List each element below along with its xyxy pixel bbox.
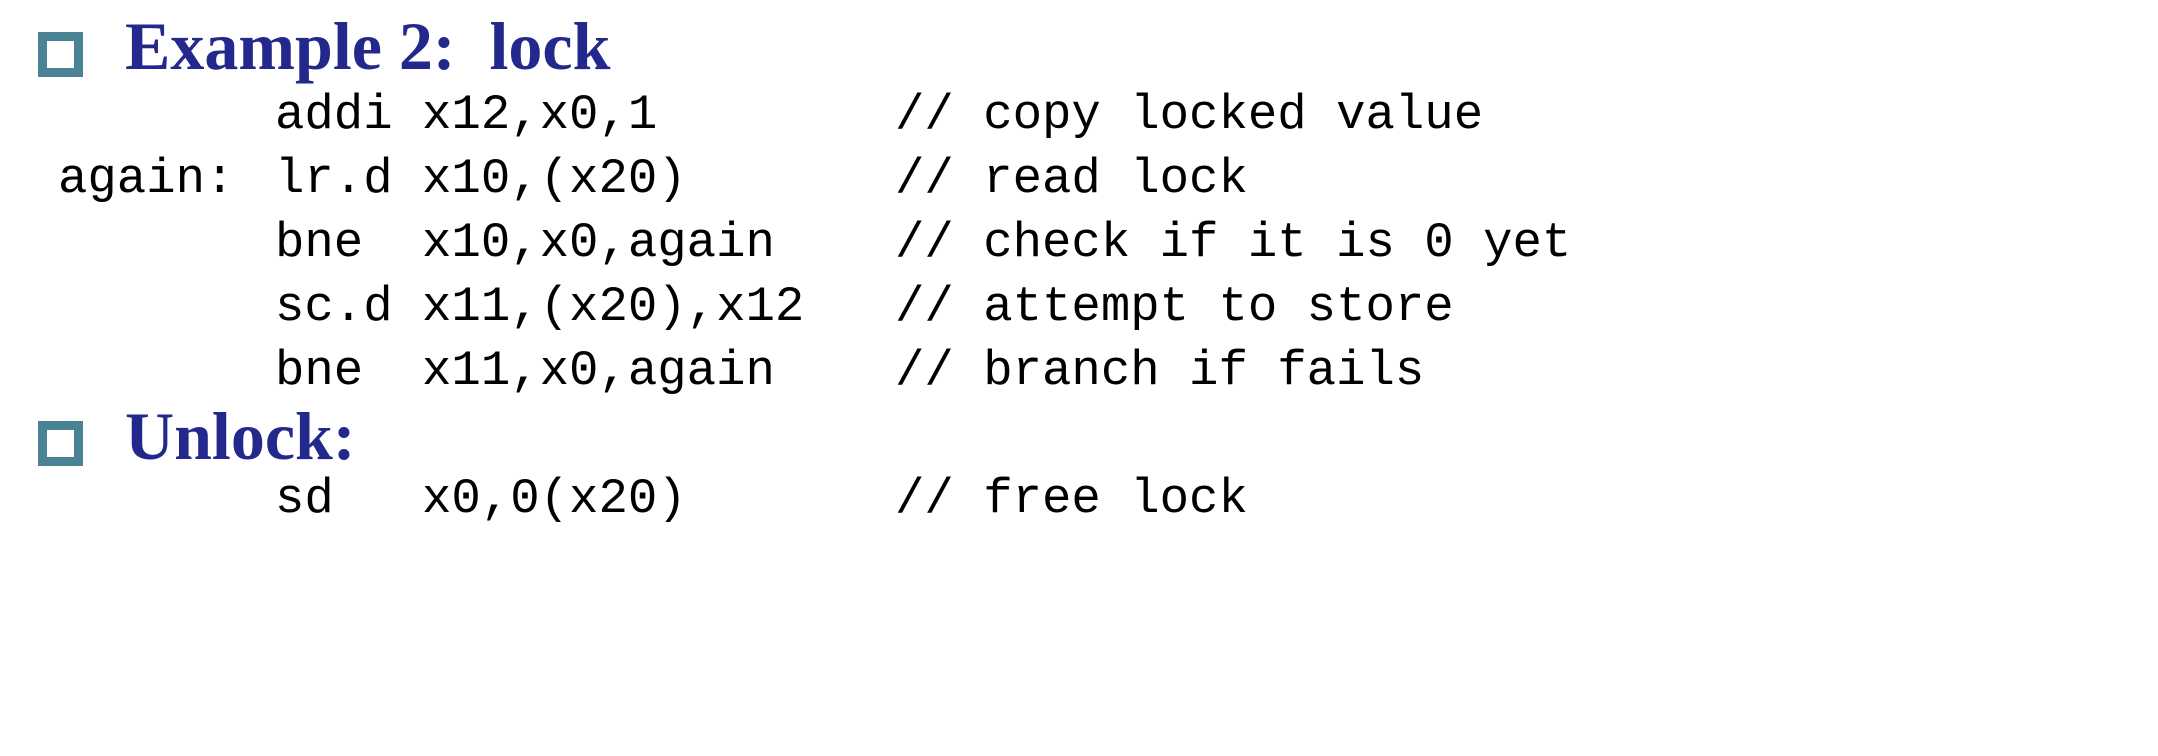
heading-unlock: Unlock: xyxy=(125,398,356,474)
code-instruction: sc.d x11,(x20),x12 xyxy=(275,279,805,335)
code-comment: // free lock xyxy=(895,471,1248,527)
code-comment: // branch if fails xyxy=(895,343,1425,399)
code-instruction: bne x11,x0,again xyxy=(275,343,775,399)
code-label: again: xyxy=(58,151,235,207)
bullet-square-icon xyxy=(38,421,83,466)
code-comment: // copy locked value xyxy=(895,87,1484,143)
code-instruction: lr.d x10,(x20) xyxy=(275,151,687,207)
code-instruction: sd x0,0(x20) xyxy=(275,471,687,527)
bullet-square-icon xyxy=(38,32,83,77)
code-instruction: addi x12,x0,1 xyxy=(275,87,658,143)
code-comment: // read lock xyxy=(895,151,1248,207)
code-instruction: bne x10,x0,again xyxy=(275,215,775,271)
heading-example-lock: Example 2: lock xyxy=(125,8,611,84)
code-comment: // attempt to store xyxy=(895,279,1454,335)
code-comment: // check if it is 0 yet xyxy=(895,215,1572,271)
